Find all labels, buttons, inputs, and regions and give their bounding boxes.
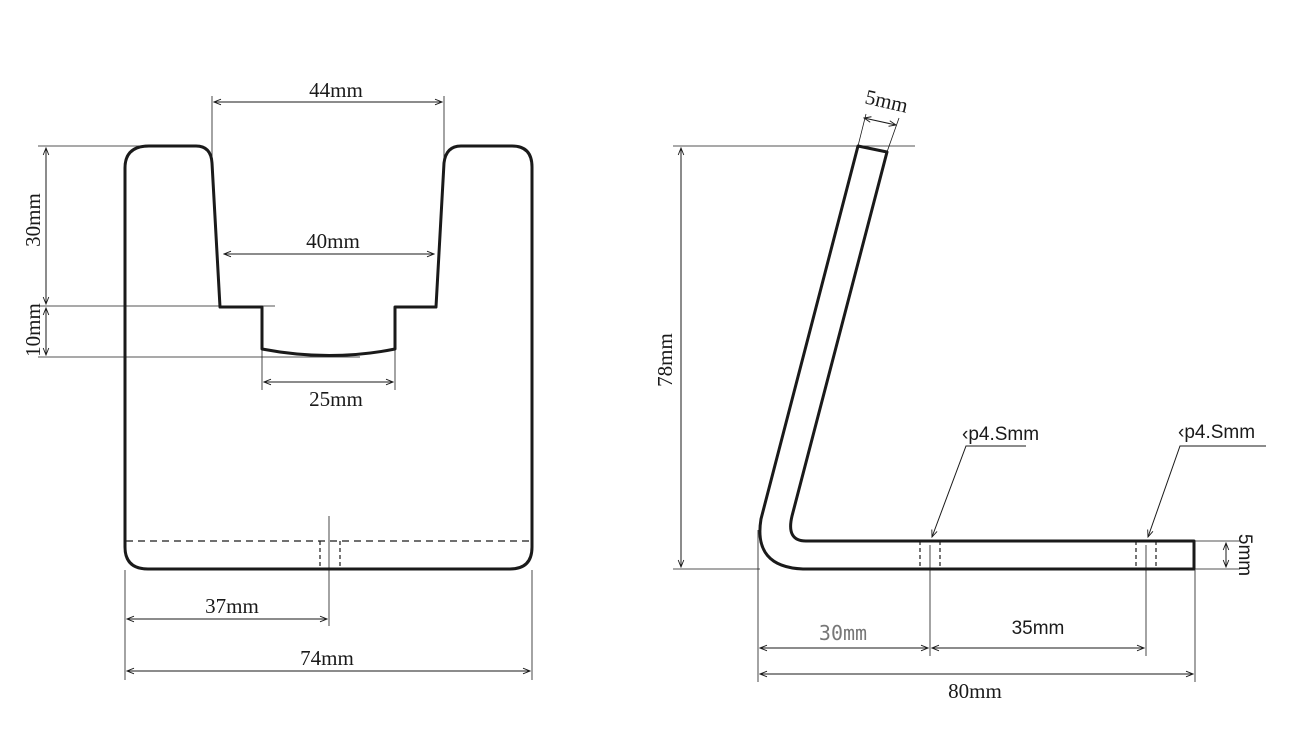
leader-hole1 xyxy=(932,445,1026,537)
dim-hole2-label: ‹p4.Smm xyxy=(1178,422,1255,443)
dim-slot-depth-label: 30mm xyxy=(21,193,45,247)
dim-notch-depth-label: 10mm xyxy=(21,303,45,357)
dim-slot-width-label: 40mm xyxy=(306,229,360,253)
side-view: 5mm 78mm ‹p4.Smm ‹p4.Smm 5mm 30mm 35mm 8… xyxy=(653,85,1266,703)
dim-total-width-label: 74mm xyxy=(300,646,354,670)
dim-height-label: 78mm xyxy=(653,333,677,387)
dim-total-length-label: 80mm xyxy=(948,679,1002,703)
dim-to-hole1-label: 30mm xyxy=(819,621,867,645)
dim-line-top-thickness xyxy=(864,118,896,125)
dim-between-holes-label: 35mm xyxy=(1012,618,1065,639)
front-view-outline xyxy=(123,144,534,571)
dim-top-width-label: 44mm xyxy=(309,78,363,102)
dim-base-thickness-label: 5mm xyxy=(1234,534,1255,576)
dim-notch-width-label: 25mm xyxy=(309,387,363,411)
leader-hole2 xyxy=(1148,445,1266,537)
dim-hole1-label: ‹p4.Smm xyxy=(962,424,1039,445)
front-view: 44mm 40mm 25mm 30mm 10mm 37mm 74mm xyxy=(21,78,534,680)
dim-hole-offset-label: 37mm xyxy=(205,594,259,618)
dim-top-thickness-label: 5mm xyxy=(863,85,910,118)
side-view-profile xyxy=(758,144,1196,571)
